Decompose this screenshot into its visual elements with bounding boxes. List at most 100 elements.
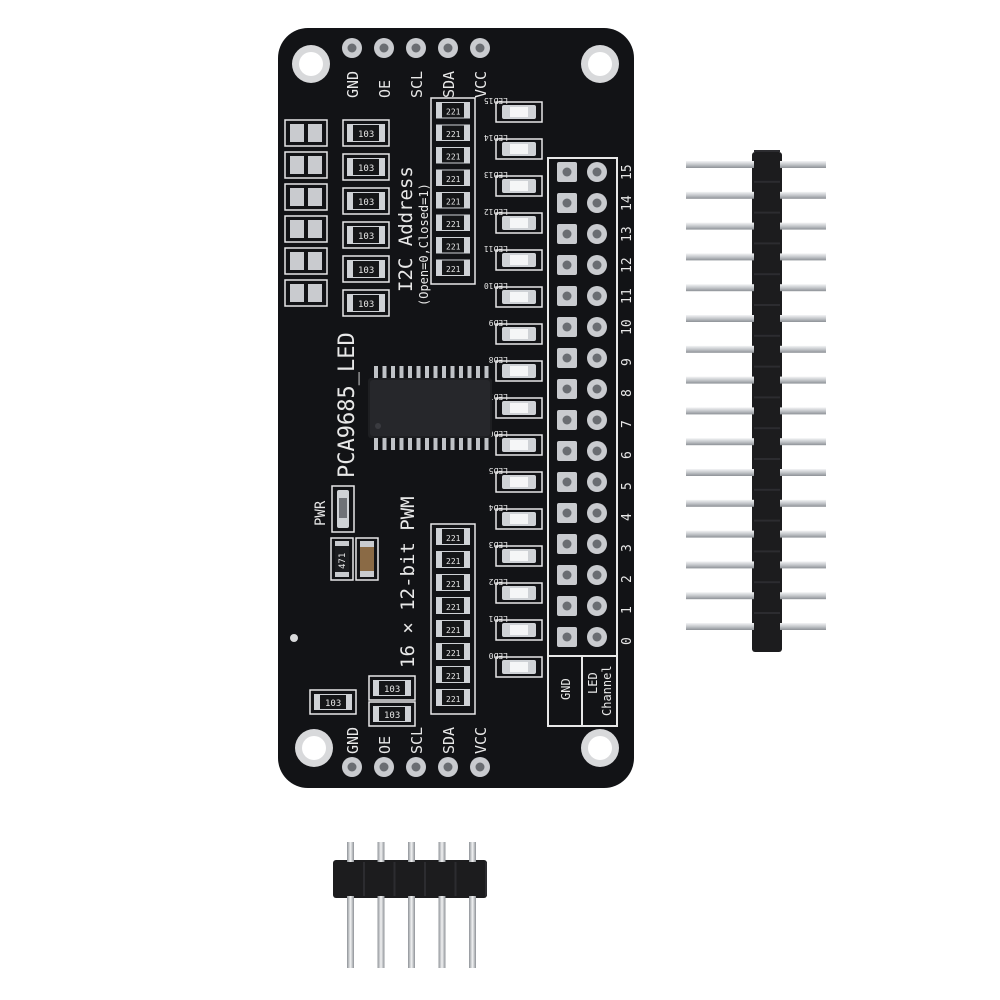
top-resistor-code: 221 bbox=[446, 175, 461, 184]
led-led1: LED1 bbox=[489, 614, 543, 641]
top-resistor-3: 221 bbox=[436, 169, 470, 186]
channel-number-5: 5 bbox=[620, 482, 635, 490]
address-resistor-3: 103 bbox=[342, 221, 390, 249]
bottom-resistor-code: 221 bbox=[446, 534, 461, 543]
top-resistor-code: 221 bbox=[446, 108, 461, 117]
header-pad-gnd-4 bbox=[557, 503, 577, 523]
column-led-label: LED bbox=[586, 672, 600, 694]
long-header-pin-0 bbox=[686, 150, 826, 168]
led-label: LED10 bbox=[484, 281, 508, 290]
pwr-led bbox=[331, 485, 355, 533]
bottom-pad-oe bbox=[374, 757, 394, 777]
address-resistor-code: 103 bbox=[358, 130, 374, 140]
header-pad-gnd-6 bbox=[557, 441, 577, 461]
mounting-hole-top-left bbox=[292, 45, 330, 83]
header-pad-led-13 bbox=[587, 224, 607, 244]
long-header-pin-4 bbox=[686, 273, 826, 292]
bottom-resistor-4: 221 bbox=[436, 620, 470, 637]
long-header-pin-14 bbox=[686, 581, 826, 600]
top-resistor-4: 221 bbox=[436, 192, 470, 209]
pwm-label: 16 × 12-bit PWM bbox=[397, 496, 419, 668]
address-jumper-3 bbox=[284, 215, 328, 243]
bottom-pin-label-vcc: VCC bbox=[472, 727, 490, 754]
header-pad-led-15 bbox=[587, 162, 607, 182]
header-pad-led-8 bbox=[587, 379, 607, 399]
bottom-resistor-5: 221 bbox=[436, 643, 470, 660]
channel-number-2: 2 bbox=[620, 575, 635, 583]
top-pad-vcc bbox=[470, 38, 490, 58]
led-label: LED7 bbox=[489, 392, 508, 401]
address-jumper-1 bbox=[284, 151, 328, 179]
bottom-left-resistor-code: 103 bbox=[325, 699, 341, 709]
long-header-pin-15 bbox=[686, 612, 826, 630]
address-resistor-code: 103 bbox=[358, 164, 374, 174]
long-header-pin-2 bbox=[686, 211, 826, 230]
top-pad-scl bbox=[406, 38, 426, 58]
address-resistor-5: 103 bbox=[342, 289, 390, 317]
top-resistor-6: 221 bbox=[436, 237, 470, 254]
address-resistor-1: 103 bbox=[342, 153, 390, 181]
bottom-pad-scl bbox=[406, 757, 426, 777]
pwr-resistor-code: 471 bbox=[338, 553, 348, 569]
header-pad-led-5 bbox=[587, 472, 607, 492]
long-header-pin-8 bbox=[686, 396, 826, 415]
channel-number-12: 12 bbox=[620, 257, 635, 273]
bottom-pad-sda bbox=[438, 757, 458, 777]
led-label: LED11 bbox=[484, 244, 508, 253]
channel-number-8: 8 bbox=[620, 389, 635, 397]
header-pad-gnd-3 bbox=[557, 534, 577, 554]
long-header-pin-10 bbox=[686, 458, 826, 476]
bottom-left-resistor-code: 103 bbox=[384, 685, 400, 695]
bottom-resistor-code: 221 bbox=[446, 672, 461, 681]
header-pad-led-2 bbox=[587, 565, 607, 585]
header-pad-gnd-12 bbox=[557, 255, 577, 275]
long-header-pin-5 bbox=[686, 304, 826, 322]
chip-label: PCA9685_LED bbox=[335, 332, 360, 478]
address-resistor-code: 103 bbox=[358, 266, 374, 276]
top-resistor-1: 221 bbox=[436, 124, 470, 141]
header-pad-gnd-5 bbox=[557, 472, 577, 492]
channel-number-3: 3 bbox=[620, 544, 635, 552]
channel-number-15: 15 bbox=[620, 164, 635, 180]
long-header-pin-9 bbox=[686, 427, 826, 446]
top-resistor-2: 221 bbox=[436, 147, 470, 164]
channel-number-7: 7 bbox=[620, 420, 635, 428]
top-pin-label-oe: OE bbox=[376, 80, 394, 98]
bottom-left-resistor-code: 103 bbox=[384, 711, 400, 721]
led-led10: LED10 bbox=[484, 281, 543, 308]
long-header-pin-13 bbox=[686, 550, 826, 569]
short-header-pin-4 bbox=[469, 842, 487, 968]
channel-number-1: 1 bbox=[620, 606, 635, 614]
mounting-hole-bottom-right bbox=[581, 729, 619, 767]
channel-number-4: 4 bbox=[620, 513, 635, 521]
bottom-resistor-code: 221 bbox=[446, 557, 461, 566]
bottom-resistor-2: 221 bbox=[436, 574, 470, 591]
address-resistor-0: 103 bbox=[342, 119, 390, 147]
address-resistor-code: 103 bbox=[358, 198, 374, 208]
header-pad-gnd-8 bbox=[557, 379, 577, 399]
led-label: LED12 bbox=[484, 207, 508, 216]
short-header-pin-3 bbox=[438, 842, 457, 968]
header-outline bbox=[547, 157, 618, 727]
header-pad-gnd-10 bbox=[557, 317, 577, 337]
channel-number-13: 13 bbox=[620, 226, 635, 242]
header-pad-gnd-0 bbox=[557, 627, 577, 647]
long-header-pin-3 bbox=[686, 242, 826, 261]
bottom-resistor-1: 221 bbox=[436, 551, 470, 568]
address-jumper-4 bbox=[284, 247, 328, 275]
header-pad-gnd-1 bbox=[557, 596, 577, 616]
led-led2: LED2 bbox=[489, 577, 543, 604]
header-pad-led-14 bbox=[587, 193, 607, 213]
pin-header-16 bbox=[686, 150, 826, 652]
header-pad-led-12 bbox=[587, 255, 607, 275]
bottom-resistor-code: 221 bbox=[446, 649, 461, 658]
channel-number-14: 14 bbox=[620, 195, 635, 211]
bottom-pad-vcc bbox=[470, 757, 490, 777]
led-led15: LED15 bbox=[484, 96, 543, 123]
mounting-hole-bottom-left bbox=[295, 729, 333, 767]
header-pad-gnd-2 bbox=[557, 565, 577, 585]
header-pad-gnd-11 bbox=[557, 286, 577, 306]
